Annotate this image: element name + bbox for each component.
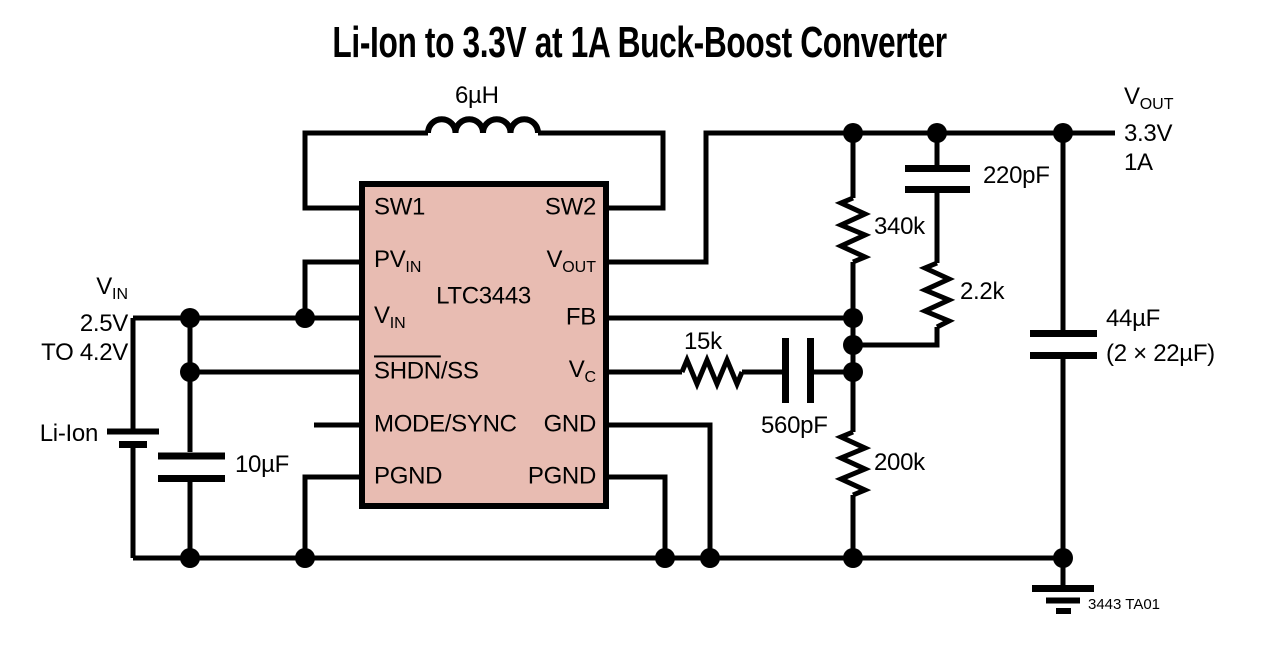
- vout-io-label: VOUT 3.3V 1A: [1124, 82, 1174, 177]
- comp-resistor-value-label: 15k: [684, 328, 722, 355]
- resistor-2k2-icon: [918, 260, 956, 330]
- vout-current: 1A: [1124, 149, 1153, 176]
- wire-pgnd-right: [606, 474, 668, 558]
- pin-vin: VIN: [374, 301, 406, 332]
- wire-gnd: [606, 422, 713, 558]
- junction-dot: [1053, 123, 1073, 143]
- resistor-15k-icon: [679, 353, 745, 391]
- resistor-200k-icon: [834, 429, 872, 498]
- comp-cap-value-label: 560pF: [761, 412, 828, 439]
- pin-sw2: SW2: [544, 193, 596, 221]
- junction-dot: [655, 548, 675, 568]
- pin-pvin: PVIN: [374, 245, 422, 276]
- junction-dot: [1053, 548, 1073, 568]
- pin-pgnd-left: PGND: [374, 462, 443, 490]
- wire-sw2: [538, 130, 666, 211]
- junction-dot: [180, 548, 200, 568]
- wire-sw1: [302, 130, 428, 211]
- wire-pgnd-left: [302, 474, 362, 558]
- junction-dot: [843, 308, 863, 328]
- pin-vout: VOUT: [546, 245, 597, 276]
- vin-range: TO 4.2V: [41, 339, 128, 366]
- pin-gnd: GND: [543, 410, 597, 438]
- junction-dot: [843, 548, 863, 568]
- junction-dot: [295, 308, 315, 328]
- inductor-icon: [425, 116, 541, 134]
- vin-name: VIN: [96, 273, 128, 303]
- vout-name: VOUT: [1124, 83, 1174, 113]
- wire-pvin: [302, 259, 362, 318]
- pin-fb: FB: [565, 303, 596, 331]
- title-row: Li-Ion to 3.3V at 1A Buck-Boost Converte…: [0, 18, 1280, 68]
- junction-dots: [180, 123, 1073, 568]
- resistor-340k-icon: [834, 195, 872, 265]
- output-cap-note-label: (2 × 22µF): [1106, 340, 1215, 367]
- pin-pgnd-right: PGND: [527, 462, 596, 490]
- vout-voltage: 3.3V: [1124, 120, 1173, 147]
- pin-mode-sync: MODE/SYNC: [374, 410, 517, 438]
- inductor-value-label: 6µH: [455, 82, 499, 109]
- figure-id: 3443 TA01: [1088, 596, 1161, 613]
- input-cap-value-label: 10µF: [235, 451, 289, 478]
- fb-top-resistor-value-label: 340k: [874, 213, 925, 240]
- page-title: Li-Ion to 3.3V at 1A Buck-Boost Converte…: [332, 18, 948, 67]
- output-cap-value-label: 44µF: [1106, 305, 1160, 332]
- wire-2k2-return: [853, 327, 940, 348]
- fb-series-resistor-value-label: 2.2k: [960, 278, 1005, 305]
- battery-label: Li-Ion: [39, 420, 99, 447]
- junction-dot: [927, 123, 947, 143]
- junction-dot: [700, 548, 720, 568]
- pin-sw1: SW1: [374, 193, 426, 221]
- junction-dot: [843, 362, 863, 382]
- ic-part-number: LTC3443: [436, 282, 531, 310]
- ic-body: [359, 181, 609, 509]
- pin-vc: VC: [568, 355, 596, 386]
- junction-dot: [843, 335, 863, 355]
- vin-io-label: VIN 2.5V TO 4.2V: [18, 272, 128, 367]
- junction-dot: [180, 362, 200, 382]
- fb-bottom-resistor-value-label: 200k: [874, 449, 925, 476]
- feedforward-cap-value-label: 220pF: [983, 162, 1050, 189]
- wire-vout-rail: [606, 130, 1115, 265]
- vin-voltage: 2.5V: [79, 310, 128, 337]
- pin-shdn-ss: SHDN/SS: [374, 357, 479, 385]
- junction-dot: [843, 123, 863, 143]
- junction-dot: [180, 308, 200, 328]
- junction-dot: [295, 548, 315, 568]
